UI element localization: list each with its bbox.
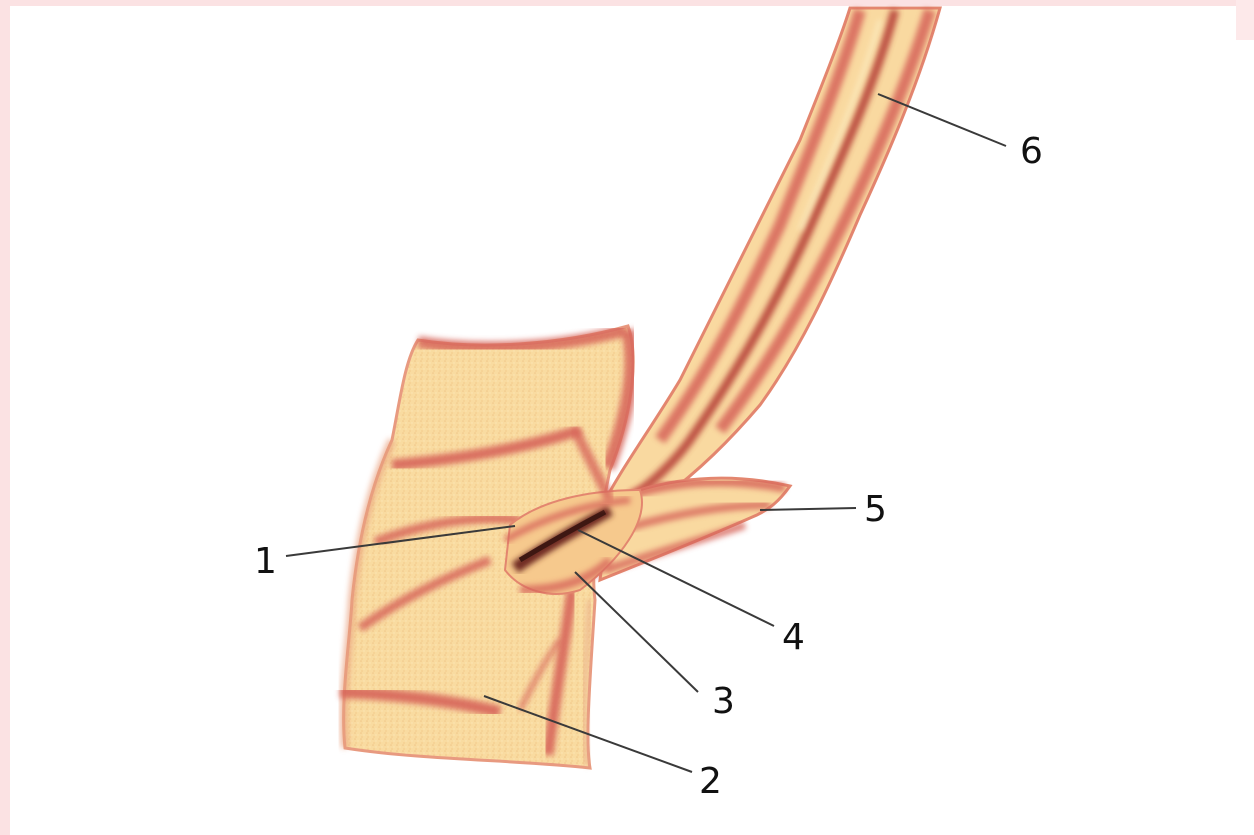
nerve-trunk xyxy=(600,8,940,520)
callout-label-6: 6 xyxy=(1020,134,1043,170)
callout-label-3: 3 xyxy=(712,684,735,720)
callout-label-5: 5 xyxy=(864,492,887,528)
callout-label-2: 2 xyxy=(699,764,722,800)
leader-line-5 xyxy=(760,508,856,510)
callout-label-1: 1 xyxy=(254,544,277,580)
callout-label-4: 4 xyxy=(782,620,805,656)
